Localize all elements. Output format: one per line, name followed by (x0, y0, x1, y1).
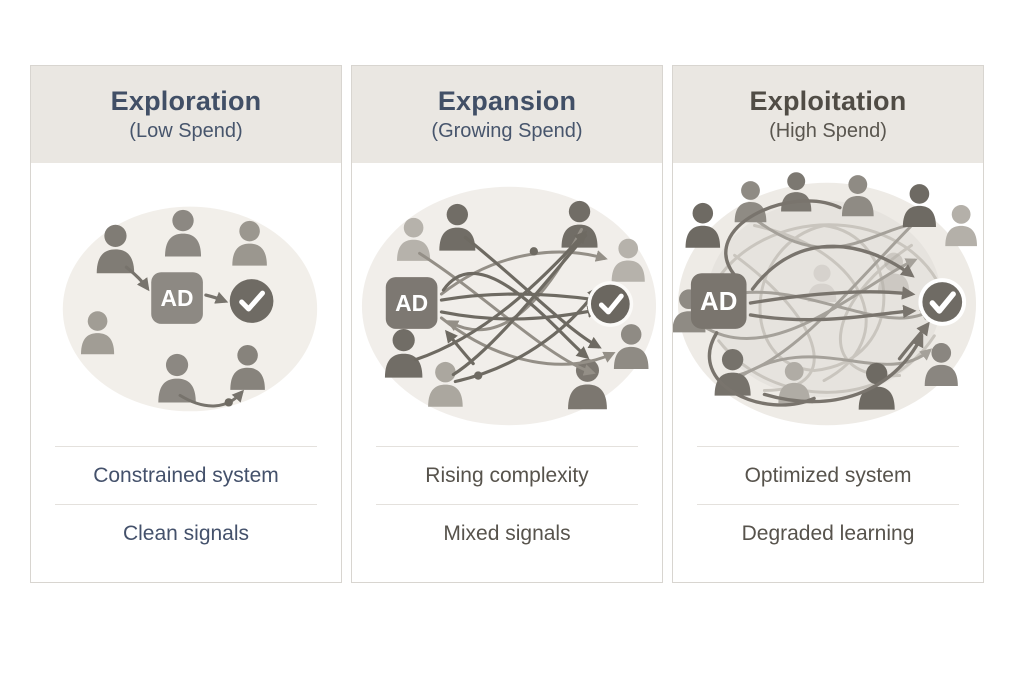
network-illustration-exploitation: AD (673, 163, 983, 446)
divider (376, 446, 638, 447)
ad-box (690, 273, 747, 329)
ad-box (385, 277, 438, 329)
curved-arrow (439, 316, 616, 366)
person-icon (945, 204, 977, 247)
curved-arrow (439, 250, 608, 296)
network-illustration-expansion: AD (352, 163, 662, 446)
panel-exploration: Exploration (Low Spend) (30, 65, 342, 583)
curved-arrow (439, 292, 602, 306)
arrows-dark (707, 199, 930, 407)
checkmark-circle (229, 279, 274, 323)
arrow (204, 291, 229, 304)
curved-arrow (762, 333, 924, 404)
ad-box (151, 272, 203, 324)
panel-title: Exploitation (749, 86, 907, 116)
checkmark-circle (922, 282, 963, 322)
curved-line (724, 199, 842, 277)
panel-header: Exploitation (High Spend) (673, 66, 983, 163)
divider (376, 504, 638, 505)
panel-expansion: Expansion (Growing Spend) (351, 65, 663, 583)
curved-arrow (414, 230, 588, 362)
footer-label: Clean signals (122, 521, 250, 545)
curved-line (451, 233, 588, 377)
footer-label: Degraded learning (741, 521, 915, 545)
curved-arrow (748, 304, 917, 322)
checkmark-icon (239, 290, 265, 312)
curved-arrow (445, 329, 475, 366)
arrows-light (713, 223, 939, 394)
checkmark-icon (929, 291, 956, 314)
panel-exploitation: Exploitation (High Spend) (672, 65, 984, 583)
panel-header: Exploration (Low Spend) (31, 66, 341, 163)
curved-arrow (748, 286, 916, 305)
arrows-dark (414, 230, 602, 384)
arrow (124, 265, 150, 292)
footer-label: Constrained system (93, 463, 279, 487)
arrows (124, 265, 244, 408)
divider (697, 504, 959, 505)
divider (55, 504, 317, 505)
curved-arrow (439, 305, 601, 321)
divider (55, 446, 317, 447)
panel-subtitle: (Low Spend) (129, 120, 243, 142)
curved-arrow (463, 235, 602, 349)
checkmark-circle (590, 284, 630, 324)
divider (697, 446, 959, 447)
curved-line (707, 331, 816, 407)
panel-row: Exploration (Low Spend) (30, 65, 984, 583)
panel-header: Expansion (Growing Spend) (352, 66, 662, 163)
network-illustration-exploration: AD (31, 163, 341, 446)
path-dot (224, 398, 233, 407)
curved-line (735, 214, 923, 378)
footer-label: Rising complexity (425, 463, 589, 487)
path-dot (529, 247, 538, 256)
curved-arrow (750, 244, 915, 291)
footer-label: Mixed signals (443, 521, 571, 545)
panel-title: Expansion (437, 86, 577, 116)
ad-label: AD (161, 285, 194, 311)
curved-arrow (178, 389, 244, 408)
curved-arrow (441, 272, 590, 360)
panel-title: Exploration (110, 86, 262, 116)
curved-arrow (418, 251, 596, 376)
footer-label: Optimized system (744, 463, 912, 487)
ad-label: AD (700, 288, 737, 316)
ad-label: AD (395, 290, 428, 316)
panel-subtitle: (High Spend) (769, 120, 887, 142)
checkmark-icon (598, 293, 624, 315)
panel-subtitle: (Growing Spend) (431, 120, 583, 142)
path-dot (474, 371, 483, 380)
